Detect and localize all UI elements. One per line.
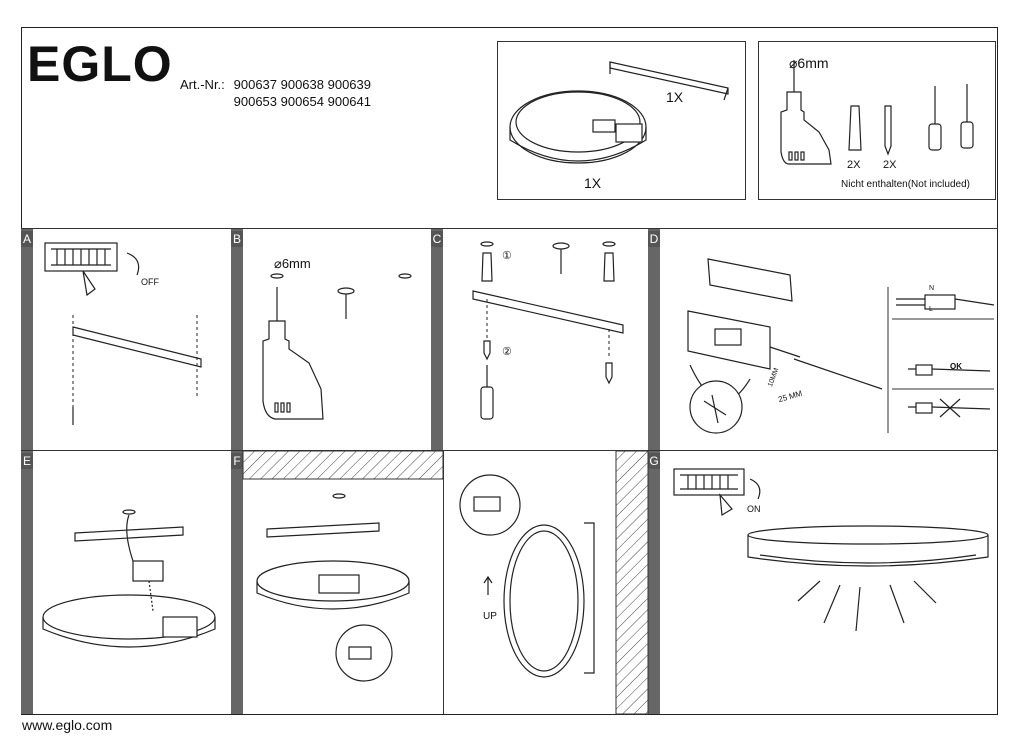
step-a-label: A bbox=[21, 231, 33, 247]
step-f-strip bbox=[231, 451, 243, 714]
lamp-qty: 1X bbox=[584, 175, 602, 191]
step-d-illustration bbox=[687, 258, 995, 434]
footer-url[interactable]: www.eglo.com bbox=[22, 717, 113, 733]
step-b-drill-size: ⌀6mm bbox=[274, 256, 311, 271]
not-included-note: Nicht enthalten(Not included) bbox=[841, 179, 970, 190]
step-g-strip bbox=[648, 451, 660, 714]
step-a-strip bbox=[21, 229, 33, 450]
up-label: UP bbox=[483, 611, 497, 622]
dowel-qty: 2X bbox=[847, 159, 861, 171]
step-d-strip bbox=[648, 229, 660, 450]
step-a-illustration bbox=[44, 242, 202, 425]
step-b-illustration bbox=[262, 273, 412, 420]
step-g-label: G bbox=[648, 453, 660, 469]
step-c-marker-2: ② bbox=[502, 346, 512, 358]
step-c-marker-1: ① bbox=[502, 250, 512, 262]
parts-illustration bbox=[509, 61, 729, 164]
step-b-label: B bbox=[231, 231, 243, 247]
f-split-divider bbox=[443, 451, 444, 714]
drill-size: ⌀6mm bbox=[789, 55, 829, 71]
step-g-illustration bbox=[673, 468, 989, 632]
step-f-illustration bbox=[242, 450, 444, 682]
parts-box: 1X 1X bbox=[497, 41, 746, 200]
article-numbers: Art.-Nr.: 900637 900638 900639 900653 90… bbox=[180, 76, 371, 110]
step-b-strip bbox=[231, 229, 243, 450]
screw-qty: 2X bbox=[883, 159, 897, 171]
step-c-illustration bbox=[472, 241, 624, 420]
step-f-wall-illustration bbox=[459, 450, 649, 715]
article-label: Art.-Nr.: bbox=[180, 77, 225, 92]
eglo-logo: EGLO bbox=[27, 36, 173, 92]
n-label: N bbox=[929, 285, 935, 292]
step-c-strip bbox=[431, 229, 443, 450]
step-e-strip bbox=[21, 451, 33, 714]
step-e-illustration bbox=[42, 509, 216, 648]
on-label: ON bbox=[747, 504, 761, 514]
step-d-label: D bbox=[648, 231, 660, 247]
step-e-label: E bbox=[21, 453, 33, 469]
off-label: OFF bbox=[141, 277, 159, 287]
tools-box: ⌀6mm 2X 2X Nicht enthalten(Not included) bbox=[758, 41, 996, 200]
bracket-qty: 1X bbox=[666, 89, 684, 105]
l-label: L bbox=[929, 306, 933, 313]
article-row-1: 900637 900638 900639 bbox=[233, 77, 371, 92]
step-f-label: F bbox=[231, 453, 243, 469]
ok-label: OK bbox=[950, 362, 962, 371]
row-divider-2 bbox=[21, 450, 998, 451]
row-divider-1 bbox=[21, 228, 998, 229]
article-row-2: 900653 900654 900641 bbox=[233, 94, 371, 109]
step-c-label: C bbox=[431, 231, 443, 247]
tools-illustration bbox=[780, 60, 974, 165]
